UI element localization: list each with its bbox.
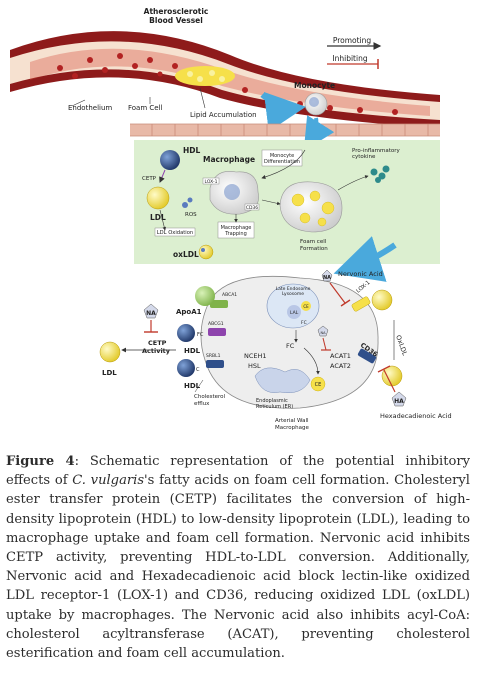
monocyte-label: Monocyte	[294, 81, 335, 90]
ros-label: ROS	[185, 212, 197, 218]
endothelium-layer	[130, 123, 440, 137]
hdl-particle	[160, 150, 180, 170]
arterial-macrophage	[200, 275, 379, 409]
legend-promoting: Promoting	[333, 36, 372, 45]
legend-inhibiting: Inhibiting	[332, 54, 367, 63]
caption-label: Figure 4	[6, 454, 75, 469]
svg-text:NCEH1: NCEH1	[244, 352, 267, 360]
endothelium-label: Endothelium	[68, 104, 112, 112]
caption-text-a: : Schematic representation of the potent…	[6, 454, 470, 489]
oxldl-rotated-label: OxLDL	[394, 334, 409, 357]
svg-text:NA: NA	[320, 331, 326, 335]
svg-text:ABCG1: ABCG1	[208, 321, 224, 327]
cetp-small-label: CETP	[142, 176, 157, 182]
caption-species: C. vulgaris	[72, 473, 145, 489]
hdl-label-2: HDL	[184, 347, 201, 355]
ha-label: HA	[394, 398, 404, 405]
apoa1-particle	[195, 286, 215, 306]
svg-text:CE: CE	[303, 304, 309, 309]
svg-text:NA: NA	[323, 275, 331, 281]
figure-caption: Figure 4: Schematic representation of th…	[6, 452, 470, 663]
apoa1-label: ApoA1	[176, 308, 202, 316]
ldl-label: LDL	[150, 213, 166, 222]
hdl-label: HDL	[183, 146, 201, 155]
svg-text:FC: FC	[301, 320, 307, 326]
legend: Promoting Inhibiting	[327, 36, 382, 69]
na-label-left: NA	[146, 310, 156, 317]
svg-text:ABCA1: ABCA1	[222, 292, 237, 298]
oxldl-label: oxLDL	[173, 250, 199, 259]
ldl-oxidation-label: LDL Oxidation	[157, 230, 193, 236]
macrophage-label: Macrophage	[203, 155, 255, 164]
ce-label: CE	[315, 382, 322, 388]
svg-text:C: C	[196, 367, 200, 373]
svg-text:FC: FC	[197, 332, 204, 338]
foam-cell-label: Foam Cell	[128, 104, 163, 112]
ldl-particle-2	[99, 341, 121, 363]
lox1-label: LOX-1	[355, 280, 371, 295]
svg-text:LAL: LAL	[290, 310, 299, 316]
svg-text:FC: FC	[286, 342, 295, 350]
ldl-particle	[146, 186, 170, 210]
svg-text:SRBL1: SRBL1	[206, 353, 221, 359]
nervonic-acid-label: Nervonic Acid	[338, 270, 383, 278]
lipid-accumulation-label: Lipid Accumulation	[190, 111, 257, 119]
svg-text:HSL: HSL	[248, 362, 261, 370]
hdl-label-3: HDL	[184, 382, 201, 390]
svg-text:LOX-1: LOX-1	[205, 179, 218, 185]
svg-text:ACAT2: ACAT2	[330, 362, 351, 370]
svg-text:CD36: CD36	[246, 205, 258, 211]
svg-text:ACAT1: ACAT1	[330, 352, 351, 360]
hexadecadienoic-acid-label: Hexadecadienoic Acid	[380, 412, 452, 420]
caption-text-b: 's fatty acids on foam cell formation. C…	[6, 473, 470, 662]
ldl-label-2: LDL	[102, 369, 117, 377]
